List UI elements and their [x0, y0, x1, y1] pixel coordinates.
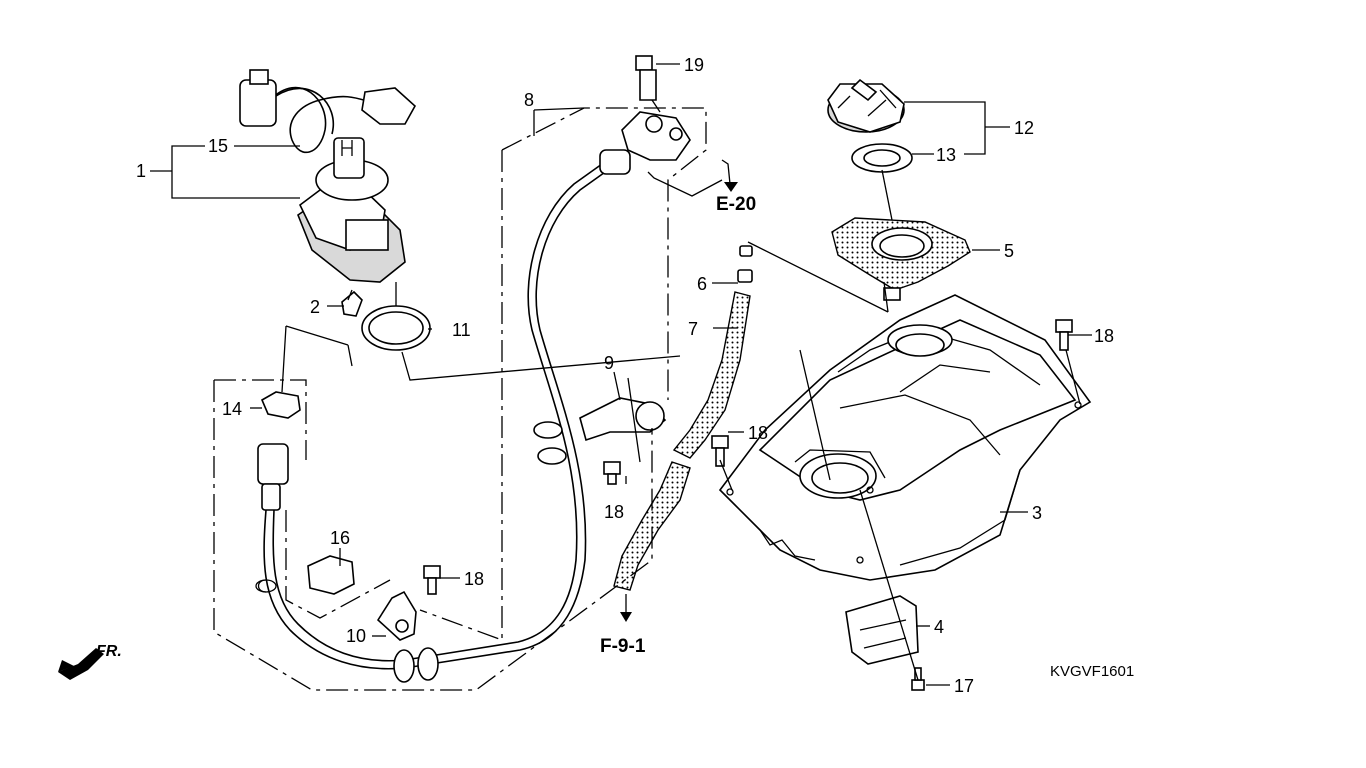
- callout-18-right: 18: [1094, 326, 1114, 346]
- front-label: FR.: [96, 643, 122, 660]
- fuel-pump-unit: [297, 137, 406, 283]
- filler-neck-seal: [831, 217, 971, 301]
- callout-12: 12: [1014, 118, 1034, 138]
- tank-bracket: [845, 595, 919, 665]
- callout-2: 2: [310, 297, 320, 317]
- callout-11: 11: [452, 320, 471, 340]
- callout-5: 5: [1004, 241, 1014, 261]
- fuel-cap: [827, 78, 905, 133]
- leader-lines: [150, 63, 1092, 686]
- hose-clamp-9: [579, 397, 667, 442]
- bolt-18-right: [1055, 319, 1073, 351]
- hose-fitting: [599, 111, 691, 175]
- hose-clip: [260, 391, 301, 419]
- callout-9: 9: [604, 353, 614, 373]
- callout-labels: 1 15 2 11 14 16 10 18 18 9 8 19 6 7 12 1…: [136, 55, 1114, 696]
- callout-18-clamp9: 18: [604, 502, 624, 522]
- callout-15: 15: [208, 136, 228, 156]
- hose-clip-16: [307, 555, 355, 595]
- fuel-unit-harness: [239, 69, 417, 154]
- callout-16: 16: [330, 528, 350, 548]
- breather-hose: [613, 245, 753, 591]
- ref-f-9-1: F-9-1: [600, 636, 646, 657]
- bolt-19: [635, 55, 657, 101]
- callout-13: 13: [936, 145, 956, 165]
- fuel-tank: [718, 294, 1092, 581]
- callout-7: 7: [688, 319, 698, 339]
- callout-18-clamp10: 18: [464, 569, 484, 589]
- bolt-18-clamp10: [423, 565, 441, 595]
- callout-17: 17: [954, 676, 974, 696]
- callout-3: 3: [1032, 503, 1042, 523]
- callout-18-tank: 18: [748, 423, 768, 443]
- fuel-pump-o-ring: [361, 305, 431, 351]
- fuel-feed-hose: [257, 163, 609, 683]
- hose-clamp-10: [376, 590, 417, 641]
- group-outlines: [213, 107, 707, 691]
- callout-1: 1: [136, 161, 146, 181]
- drawing-code: KVGVF1601: [1050, 663, 1134, 680]
- bolt-18-tank: [711, 435, 729, 467]
- callout-14: 14: [222, 399, 242, 419]
- callout-6: 6: [697, 274, 707, 294]
- callout-4: 4: [934, 617, 944, 637]
- ref-e-20: E-20: [716, 194, 756, 215]
- callout-10: 10: [346, 626, 366, 646]
- callout-19: 19: [684, 55, 704, 75]
- front-direction-arrow: FR.: [58, 643, 122, 680]
- bolt-18-clamp9: [603, 461, 621, 485]
- callout-8: 8: [524, 90, 534, 110]
- cap-gasket: [851, 143, 913, 173]
- clip-small: [341, 290, 363, 317]
